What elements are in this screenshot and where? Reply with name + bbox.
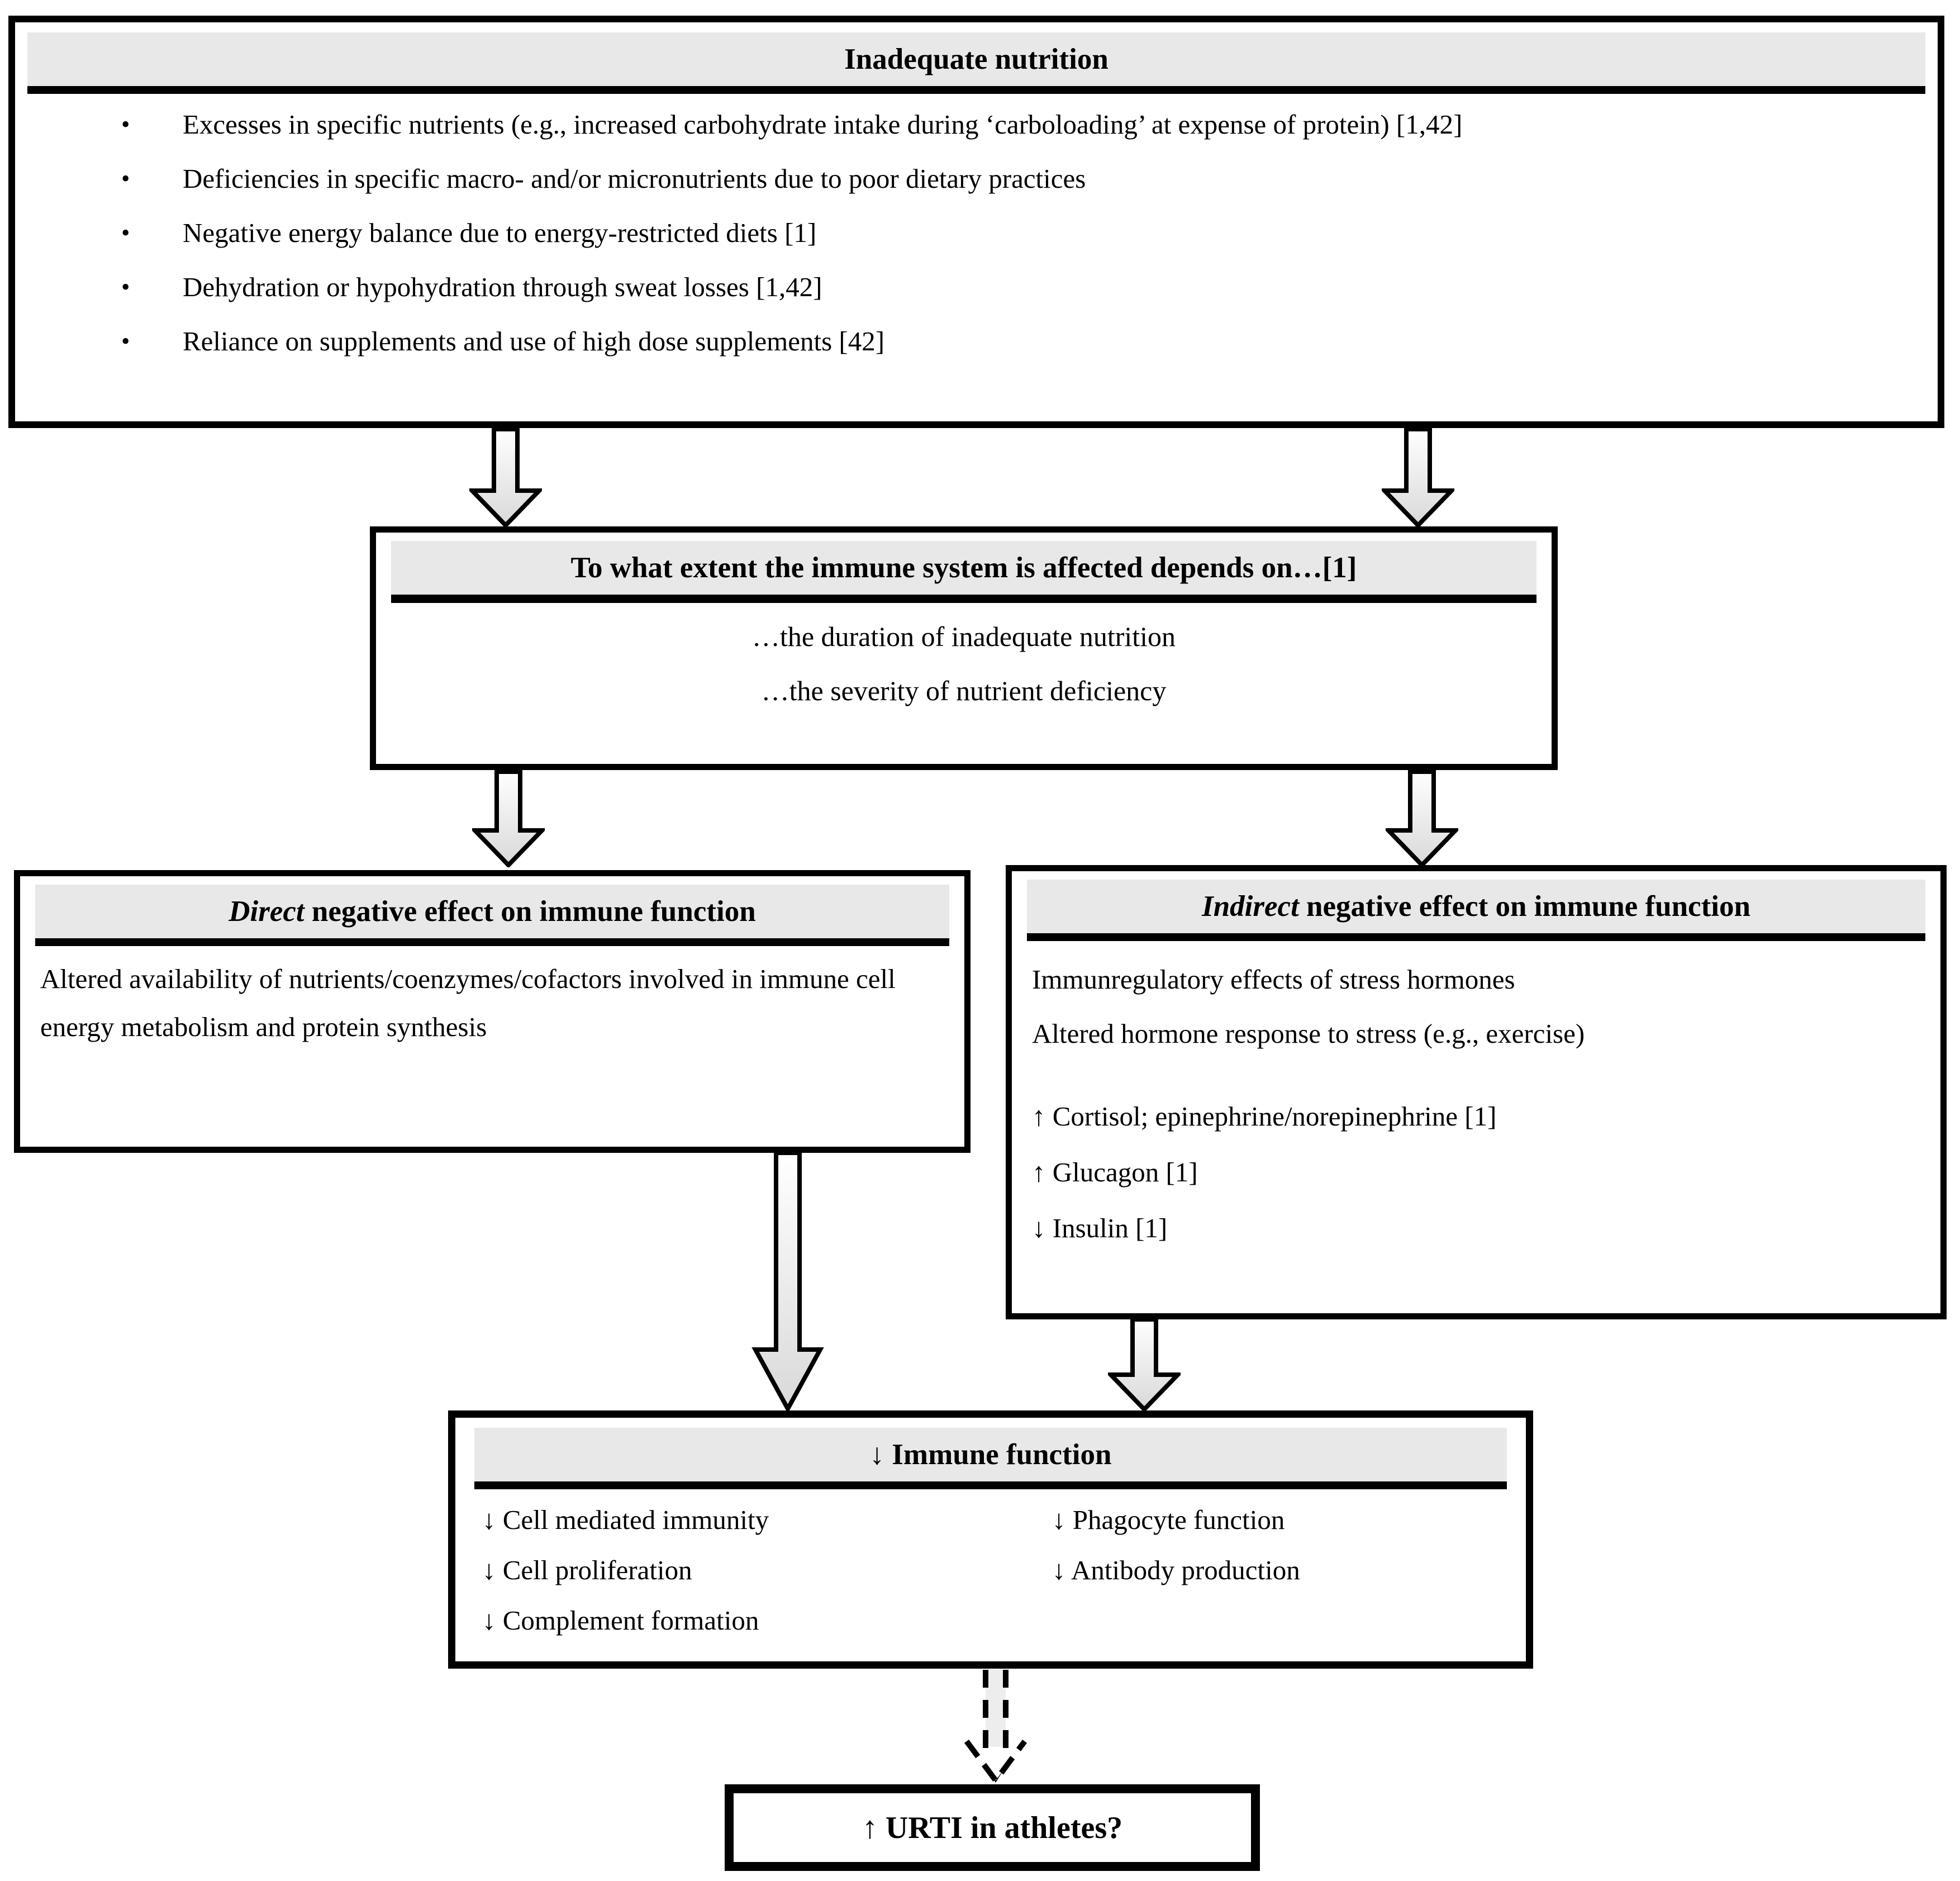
immune-function-box: ↓ Immune function ↓ Cell mediated immuni… [448, 1410, 1533, 1669]
direct-effect-title: Direct negative effect on immune functio… [35, 885, 949, 938]
depends-line: …the duration of inadequate nutrition [751, 621, 1176, 652]
hormone-item: ↑ Glucagon [1] [1032, 1157, 1198, 1188]
hormone-item: ↓ Insulin [1] [1032, 1213, 1168, 1243]
dashed-down-arrow [964, 1670, 1027, 1785]
bullet-text: Dehydration or hypohydration through swe… [183, 272, 822, 302]
title-underline [27, 86, 1925, 94]
immune-item: ↓ Cell proliferation [482, 1555, 692, 1585]
title-emphasis: Indirect [1202, 890, 1299, 923]
bullet-text: Reliance on supplements and use of high … [183, 326, 885, 357]
direct-effect-box: Direct negative effect on immune functio… [14, 870, 971, 1153]
inadequate-nutrition-box: Inadequate nutrition • Excesses in speci… [8, 16, 1944, 428]
hormone-item: ↑ Cortisol; epinephrine/norepinephrine [… [1032, 1101, 1497, 1132]
immune-function-title: ↓ Immune function [474, 1428, 1507, 1481]
title-rest: negative effect on immune function [304, 895, 756, 928]
down-block-arrow [751, 1153, 824, 1411]
indirect-effect-body: Immunregulatory effects of stress hormon… [1032, 952, 1920, 1256]
title-underline [1027, 933, 1925, 941]
immune-item: ↓ Phagocyte function [1052, 1504, 1285, 1535]
indirect-effect-box: Indirect negative effect on immune funct… [1006, 865, 1947, 1319]
urti-title: ↑ URTI in athletes? [862, 1810, 1123, 1845]
list-item: • Reliance on supplements and use of hig… [15, 314, 1938, 368]
depends-on-box: To what extent the immune system is affe… [370, 526, 1558, 770]
indirect-effect-title: Indirect negative effect on immune funct… [1027, 880, 1925, 933]
title-rest: negative effect on immune function [1298, 890, 1750, 923]
down-block-arrow [1382, 427, 1454, 528]
hormone-list: ↑ Cortisol; epinephrine/norepinephrine [… [1032, 1089, 1920, 1256]
immune-item: ↓ Complement formation [482, 1605, 759, 1636]
nutrition-bullet-list: • Excesses in specific nutrients (e.g., … [15, 97, 1938, 368]
immune-function-columns: ↓ Cell mediated immunity ↓ Cell prolifer… [482, 1495, 1526, 1646]
list-item: • Excesses in specific nutrients (e.g., … [15, 97, 1938, 151]
bullet-icon: • [121, 219, 130, 246]
down-block-arrow [469, 427, 542, 528]
list-item: • Dehydration or hypohydration through s… [15, 260, 1938, 314]
list-item: • Deficiencies in specific macro- and/or… [15, 151, 1938, 206]
bullet-text: Excesses in specific nutrients (e.g., in… [183, 109, 1463, 140]
bullet-text: Negative energy balance due to energy-re… [183, 217, 817, 248]
title-underline [35, 938, 949, 946]
depends-line: …the severity of nutrient deficiency [761, 675, 1167, 706]
bullet-icon: • [121, 165, 130, 192]
bullet-icon: • [121, 273, 130, 301]
immune-item: ↓ Antibody production [1052, 1555, 1300, 1585]
bullet-icon: • [121, 327, 130, 355]
urti-box: ↑ URTI in athletes? [725, 1784, 1260, 1871]
down-block-arrow [1108, 1319, 1181, 1412]
title-underline [391, 595, 1536, 603]
list-item: • Negative energy balance due to energy-… [15, 206, 1938, 260]
immune-column-left: ↓ Cell mediated immunity ↓ Cell prolifer… [482, 1495, 1052, 1646]
indirect-line: Immunregulatory effects of stress hormon… [1032, 964, 1515, 995]
indirect-line: Altered hormone response to stress (e.g.… [1032, 1018, 1585, 1049]
immune-column-right: ↓ Phagocyte function ↓ Antibody producti… [1052, 1495, 1300, 1646]
title-emphasis: Direct [229, 895, 305, 928]
title-underline [474, 1481, 1507, 1489]
inadequate-nutrition-title: Inadequate nutrition [27, 32, 1925, 86]
immune-item: ↓ Cell mediated immunity [482, 1504, 769, 1535]
direct-effect-body: Altered availability of nutrients/coenzy… [40, 963, 896, 1042]
down-block-arrow [1386, 770, 1458, 867]
down-block-arrow [472, 770, 545, 867]
bullet-text: Deficiencies in specific macro- and/or m… [183, 163, 1086, 194]
depends-on-title: To what extent the immune system is affe… [391, 541, 1536, 595]
depends-on-lines: …the duration of inadequate nutrition …t… [376, 610, 1552, 718]
bullet-icon: • [121, 111, 130, 138]
